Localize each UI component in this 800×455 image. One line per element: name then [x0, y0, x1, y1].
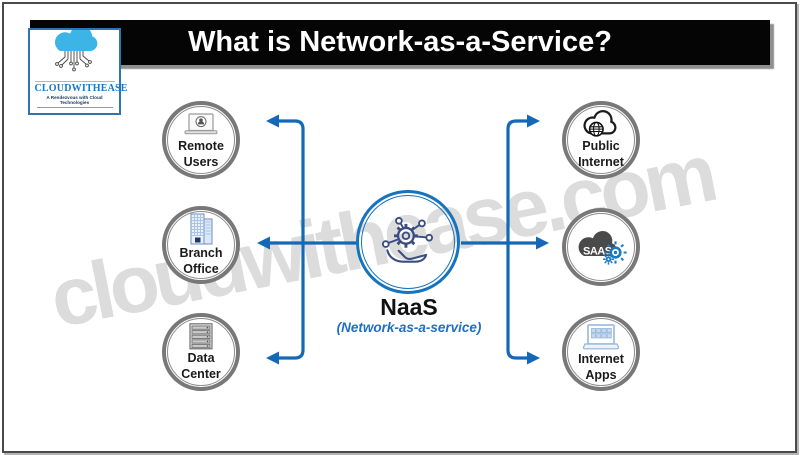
- left-bus-line: [277, 119, 305, 360]
- saas-cloud-text: SAAS: [583, 246, 612, 258]
- brand-tagline: A Rendezvous with Cloud Technologies: [36, 94, 113, 108]
- arrowhead-to-public-internet: [527, 114, 540, 128]
- public-internet-cloud-globe-icon: [583, 110, 617, 137]
- naas-subtitle: (Network-as-a-service): [336, 320, 482, 335]
- brand-logo: CLOUDWITHEASE A Rendezvous with Cloud Te…: [28, 28, 128, 115]
- arrowhead-to-data-center: [266, 351, 279, 365]
- naas-hand-gear-network-icon: [381, 216, 434, 263]
- saas-gears: [603, 241, 627, 265]
- right-bus-line: [506, 119, 529, 360]
- arrowhead-to-branch-office: [257, 236, 270, 250]
- page-title: What is Network-as-a-Service?: [188, 26, 612, 58]
- node-saas: SAAS: [562, 208, 640, 286]
- arrowhead-to-internet-apps: [527, 351, 540, 365]
- title-bar: What is Network-as-a-Service?: [30, 20, 770, 65]
- node-naas-center: [356, 190, 460, 294]
- brand-name: CLOUDWITHEASE: [34, 81, 128, 94]
- remote-user-laptop-icon: [184, 113, 218, 135]
- internet-apps-laptop-icon: [582, 324, 620, 350]
- brand-cloud-icon: [54, 30, 97, 72]
- arrowhead-to-remote-users: [266, 114, 279, 128]
- naas-title: NaaS: [380, 294, 438, 320]
- arrowhead-to-saas: [536, 236, 549, 250]
- saas-cloud-gear-icon: SAAS: [578, 230, 627, 265]
- data-center-server-icon: [189, 323, 213, 350]
- branch-office-building-icon: [190, 213, 213, 245]
